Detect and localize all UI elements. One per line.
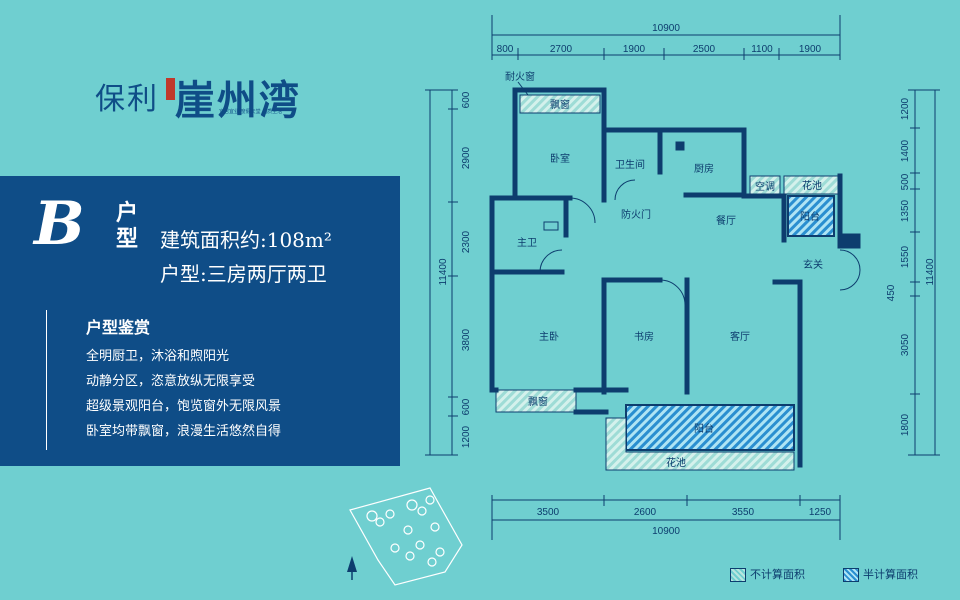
dimension-labels: 10900 800 2700 1900 2500 1100 1900 3500 … [438,23,936,537]
dim-bottom-total: 10900 [652,526,680,537]
dim-right: 1550 [900,245,911,268]
label-balcony-right: 阳台 [800,210,820,223]
label-dining: 餐厅 [716,214,736,227]
label-master-bath: 主卫 [517,237,537,249]
logo-brand: 保利 [95,82,159,117]
door-entry [839,249,861,291]
dim-left: 2300 [461,230,472,253]
dim-right: 1350 [900,199,911,222]
dim-left-total: 11400 [438,258,449,286]
dim-top: 800 [497,44,514,55]
bay-window-top [519,94,601,114]
dim-bottom: 3550 [732,507,755,518]
label-master-bedroom: 主卧 [539,330,559,343]
dim-right: 1800 [900,413,911,436]
dim-bottom: 1250 [809,507,832,518]
label-kitchen: 厨房 [694,162,714,175]
unit-type-label: 户型 [116,200,139,252]
project-logo: 保利 崖州湾 宜居宜业 度假天堂 品质生活 [95,70,325,124]
label-planter-bottom: 花池 [666,456,686,469]
logo-seal-icon [166,78,175,100]
kitchen-fixture [675,141,685,151]
dim-top: 1900 [623,44,646,55]
north-arrow-icon [347,556,357,580]
legend-swatch-no-calc [730,568,746,582]
dim-top-total: 10900 [652,23,680,34]
logo-project-name: 崖州湾 [175,77,301,124]
feature-item: 全明厨卫，沐浴和煦阳光 [86,349,230,364]
dim-left: 600 [461,398,472,415]
dim-left: 3800 [461,328,472,351]
legend-half-calc: 半计算面积 [843,566,918,582]
entry-cabinet [837,233,861,249]
dim-left: 1200 [461,425,472,448]
label-planter-right: 花池 [802,179,822,192]
legend-no-calc: 不计算面积 [730,566,805,582]
legend-label: 不计算面积 [750,568,805,581]
label-ac: 空调 [755,180,775,193]
label-bay-window-bottom: 飘窗 [528,395,548,408]
unit-layout: 户型:三房两厅两卫 [160,262,327,286]
door-study [659,279,686,306]
unit-info-panel: B 户型 建筑面积约:108m² 户型:三房两厅两卫 户型鉴赏 全明厨卫，沐浴和… [0,176,400,466]
dim-top: 2500 [693,44,716,55]
dim-top: 1900 [799,44,822,55]
label-bedroom: 卧室 [550,152,570,165]
dim-right: 1200 [900,97,911,120]
label-study: 书房 [634,330,654,343]
balcony-bottom [625,404,795,451]
hatched-areas [495,94,840,471]
features-title: 户型鉴赏 [86,318,151,337]
dim-left: 2900 [461,146,472,169]
site-location-map [349,487,463,586]
label-fire-window: 耐火窗 [505,70,535,83]
planter-bottom [605,417,795,471]
door-bedroom [569,197,596,224]
dim-right: 450 [886,284,897,301]
dim-left: 600 [461,91,472,108]
label-bay-window-top: 飘窗 [550,98,570,111]
dim-right: 500 [900,173,911,190]
features-list: 全明厨卫，沐浴和煦阳光 动静分区，恣意放纵无限享受 超级景观阳台，饱览窗外无限风… [86,344,281,444]
legend-label: 半计算面积 [863,568,918,581]
unit-area: 建筑面积约:108m² [160,228,332,252]
feature-item: 超级景观阳台，饱览窗外无限风景 [86,399,282,414]
dim-top: 1100 [751,44,773,55]
label-balcony-bottom: 阳台 [694,422,714,435]
dimension-lines [425,15,940,540]
label-toilet: 卫生间 [615,158,645,171]
feature-item: 卧室均带飘窗，浪漫生活悠然自得 [86,424,282,439]
bath-fixture [543,221,559,231]
dim-bottom: 3500 [537,507,560,518]
bay-window-bottom [495,389,577,413]
panel-divider [46,310,47,450]
label-fire-door: 防火门 [621,208,651,221]
label-living: 客厅 [730,330,750,343]
label-foyer: 玄关 [803,258,823,271]
dim-bottom: 2600 [634,507,657,518]
door-toilet [614,179,636,201]
feature-item: 动静分区，恣意放纵无限享受 [86,374,256,389]
dim-top: 2700 [550,44,573,55]
logo-slogan: 宜居宜业 度假天堂 品质生活 [219,109,283,115]
unit-letter: B [34,189,85,259]
dim-right: 1400 [900,139,911,162]
balcony-right [787,195,835,237]
dim-right-total: 11400 [925,258,936,286]
room-labels: 耐火窗 飘窗 卧室 卫生间 厨房 防火门 主卫 餐厅 花池 空调 阳台 玄关 主… [505,70,823,469]
doors [539,141,861,306]
legend-swatch-half-calc [843,568,859,582]
door-master-bath [539,249,563,273]
dim-right: 3050 [900,333,911,356]
walls [489,87,843,468]
